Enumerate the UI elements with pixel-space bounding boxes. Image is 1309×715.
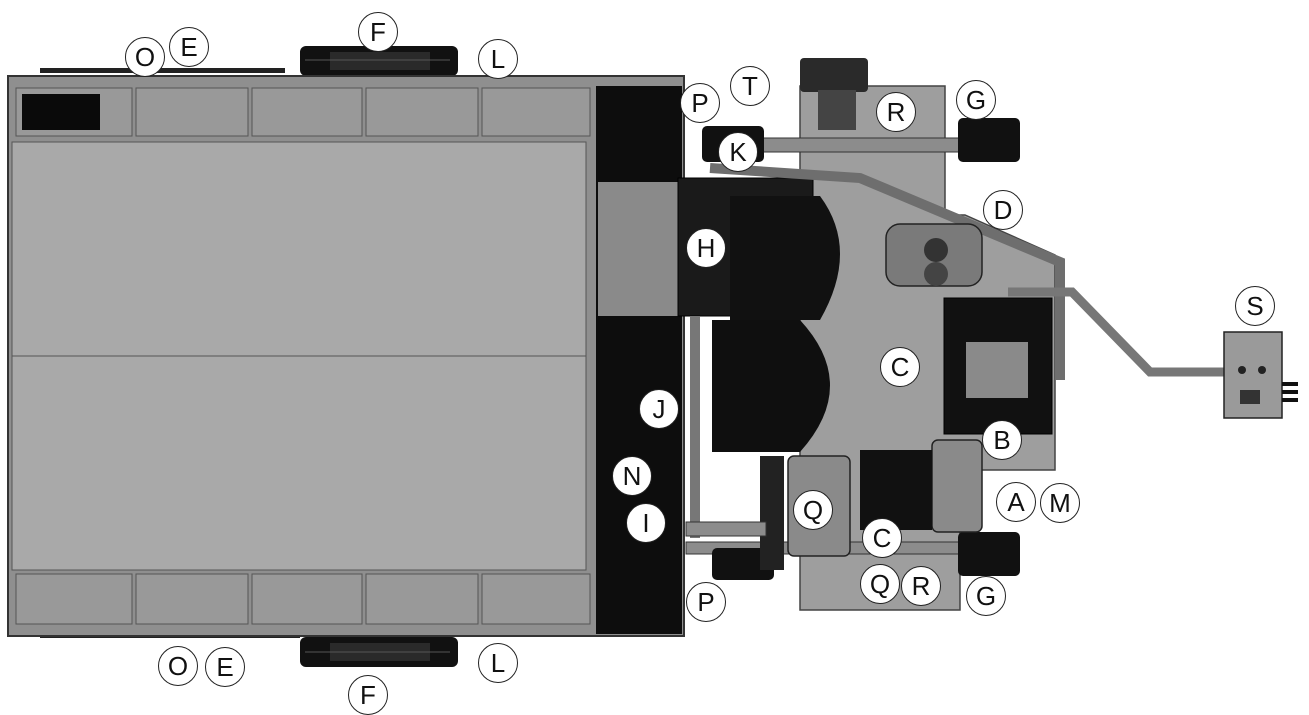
top-side-rail	[40, 68, 285, 73]
bottom-left-wheel-block	[712, 548, 774, 580]
callout-o-top: O	[125, 37, 165, 77]
callout-c-lower: C	[862, 518, 902, 558]
control-hose	[1008, 287, 1225, 377]
callout-l-top: L	[478, 39, 518, 79]
callout-b: B	[982, 420, 1022, 460]
battery-box	[931, 439, 983, 533]
deck-upper-panel	[11, 141, 587, 357]
callout-e-bottom: E	[205, 647, 245, 687]
callout-n: N	[612, 456, 652, 496]
callout-h: H	[686, 228, 726, 268]
tank-cap	[924, 238, 948, 262]
callout-r-lower: R	[901, 566, 941, 606]
top-housing	[800, 58, 868, 92]
callout-l-bottom: L	[478, 643, 518, 683]
callout-t-top: T	[730, 66, 770, 106]
callout-f-bottom: F	[348, 675, 388, 715]
callout-q-lower: Q	[860, 564, 900, 604]
top-right-wheel-block	[958, 118, 1020, 162]
front-left-bar	[690, 316, 700, 538]
callout-p-lower: P	[686, 582, 726, 622]
top-tire	[300, 46, 458, 76]
lever-bracket	[760, 456, 784, 570]
top-housing-lower	[818, 90, 856, 130]
bottom-compartments	[15, 573, 591, 625]
callout-c-upper: C	[880, 347, 920, 387]
bottom-right-wheel-block	[958, 532, 1020, 576]
callout-f-top: F	[358, 12, 398, 52]
control-panel	[1223, 331, 1283, 419]
callout-s: S	[1235, 286, 1275, 326]
deck-lower-panel	[11, 355, 587, 571]
bottom-tire	[300, 637, 458, 667]
callout-g-top: G	[956, 80, 996, 120]
callout-e-top: E	[169, 27, 209, 67]
callout-k: K	[718, 132, 758, 172]
top-compartments	[15, 87, 591, 137]
callout-o-bottom: O	[158, 646, 198, 686]
diagonal-tube	[709, 163, 1065, 380]
top-left-dark-block	[22, 94, 100, 130]
engine-top-plate	[966, 342, 1028, 398]
callout-q-upper: Q	[793, 490, 833, 530]
callout-j: J	[639, 389, 679, 429]
tank-cap-lower	[924, 262, 948, 286]
callout-d: D	[983, 190, 1023, 230]
front-dark-band	[596, 86, 682, 634]
drum-lower	[712, 320, 830, 452]
callout-p-top: P	[680, 83, 720, 123]
callout-i: I	[626, 503, 666, 543]
hydraulic-block	[860, 450, 932, 530]
front-grey-block	[598, 182, 680, 316]
callout-r-top: R	[876, 92, 916, 132]
callout-m: M	[1040, 483, 1080, 523]
bottom-hose	[685, 521, 767, 537]
drum-upper	[730, 196, 840, 320]
callout-g-lower: G	[966, 576, 1006, 616]
callout-a: A	[996, 482, 1036, 522]
